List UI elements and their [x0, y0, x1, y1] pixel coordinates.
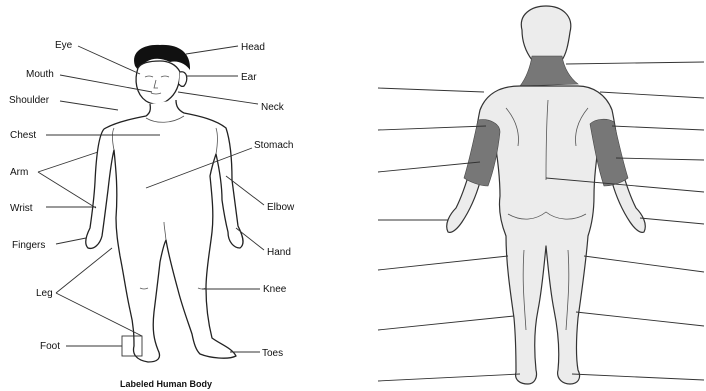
label-neck: Neck [261, 102, 285, 113]
front-body-figure [86, 45, 243, 362]
label-leg: Leg [36, 288, 53, 299]
label-elbow: Elbow [267, 202, 295, 213]
back-body-figure [447, 6, 646, 384]
blank-line [612, 126, 704, 130]
blank-line [378, 374, 520, 381]
blank-line [566, 62, 704, 64]
blank-line [584, 256, 704, 272]
leader-head [186, 46, 238, 54]
label-hand: Hand [267, 247, 291, 258]
label-toes: Toes [262, 348, 283, 359]
label-eye: Eye [55, 40, 73, 51]
blank-line [572, 374, 704, 380]
label-shoulder: Shoulder [9, 95, 50, 106]
leader-fingers [56, 238, 86, 244]
label-foot: Foot [40, 341, 60, 352]
diagram-caption: Labeled Human Body [120, 379, 212, 389]
label-knee: Knee [263, 284, 287, 295]
body-silhouette [86, 100, 243, 362]
blank-line [576, 312, 704, 326]
label-head: Head [241, 42, 265, 53]
back-forearm-left-shaded [464, 120, 500, 186]
leader-neck [178, 92, 258, 104]
leader-arm-a [38, 152, 98, 172]
label-fingers: Fingers [12, 240, 45, 251]
label-wrist: Wrist [10, 203, 33, 214]
leader-shoulder [60, 101, 118, 110]
leader-arm-b [38, 172, 96, 208]
label-stomach: Stomach [254, 140, 293, 151]
label-ear: Ear [241, 72, 257, 83]
head [136, 61, 180, 104]
leader-eye [78, 46, 140, 74]
ear [179, 72, 187, 87]
label-arm: Arm [10, 167, 28, 178]
back-forearm-right-shaded [590, 119, 628, 186]
back-neck-shaded [520, 56, 578, 86]
blank-line [640, 218, 704, 224]
blank-line [378, 126, 486, 130]
blank-line [378, 162, 480, 172]
blank-line [616, 158, 704, 160]
back-head [521, 6, 570, 60]
blank-line [378, 88, 484, 92]
leader-leg-a [56, 248, 112, 293]
blank-line [600, 92, 704, 98]
label-chest: Chest [10, 130, 36, 141]
blank-line [378, 316, 514, 330]
blank-line [378, 256, 508, 270]
label-mouth: Mouth [26, 69, 54, 80]
